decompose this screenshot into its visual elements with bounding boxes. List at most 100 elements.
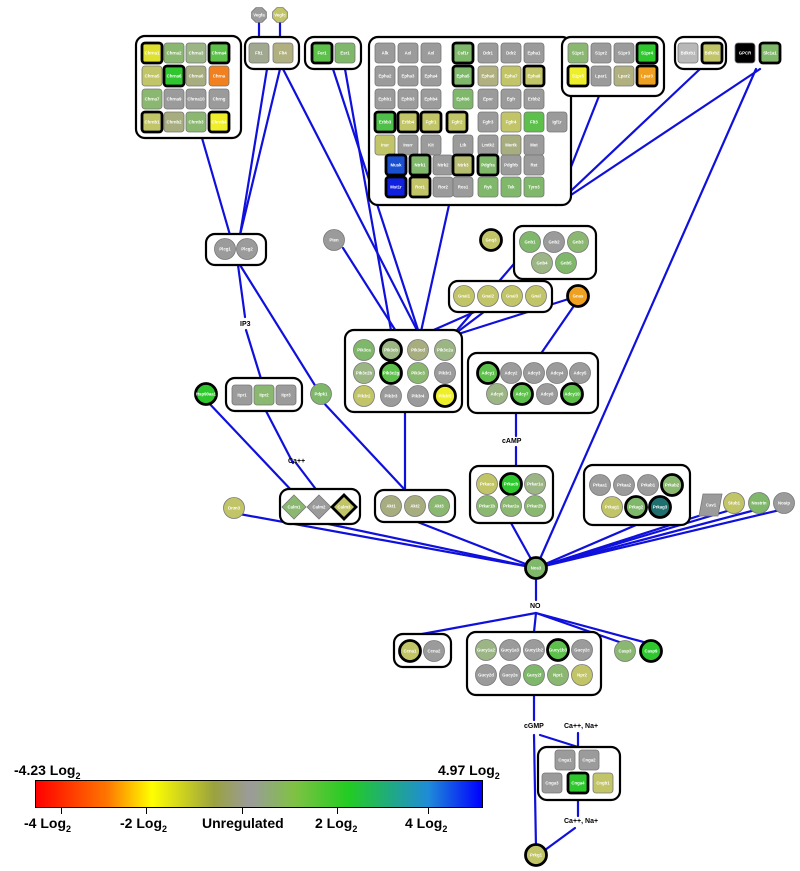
- gene-node-shape: [194, 382, 218, 406]
- gene-node-shape: [248, 42, 270, 64]
- gene-node-fgfr1b: Fgfr1: [419, 110, 443, 134]
- gene-node-shape: [353, 385, 375, 407]
- gene-label: Chrna3: [189, 51, 204, 56]
- gene-node-npr1: Npr1: [547, 664, 569, 686]
- gene-node-prkag3: Prkag3: [648, 495, 672, 519]
- gene-node-shape: [614, 640, 636, 662]
- interaction-edge: [534, 507, 786, 570]
- gene-node-s1pr3: S1pr3: [613, 42, 635, 64]
- gene-label: Fer1: [317, 51, 327, 56]
- interaction-edge: [238, 263, 318, 389]
- gene-node-gucy1b3: Gucy1b3: [546, 638, 570, 662]
- gene-node-shape: [523, 639, 545, 661]
- gene-node-adcy4: Adcy4: [546, 362, 568, 384]
- gene-label: Csf1r: [458, 51, 469, 56]
- legend-tick: [337, 808, 338, 814]
- gene-label: Pik3r4: [412, 394, 426, 399]
- gene-label: Casp3: [619, 649, 633, 654]
- gene-label: Cnga2: [582, 758, 596, 763]
- gene-node-erbb3: Erbb3: [373, 110, 397, 134]
- gene-label: Prkg1: [530, 853, 543, 858]
- gene-label: Itpr3: [281, 393, 291, 398]
- gene-label: Adcy10: [564, 392, 580, 397]
- gene-node-chrna_x: Chrna6: [185, 65, 207, 87]
- gene-node-shape: [523, 664, 545, 686]
- gene-label: Insr: [381, 143, 389, 148]
- gene-node-shape: [500, 495, 522, 517]
- gene-node-shape: [477, 111, 499, 133]
- gene-label: Slc1a1: [763, 51, 777, 56]
- gene-node-shape: [500, 362, 522, 384]
- gene-node-shape: [475, 664, 497, 686]
- gene-node-prkaa1: Prkaa1: [589, 474, 611, 496]
- gene-node-pik3cb: Pik3cb: [379, 338, 403, 362]
- gene-label: Prkag1: [605, 505, 620, 510]
- gene-node-shape: [635, 64, 659, 88]
- gene-node-chrna5: Chrna5: [141, 65, 163, 87]
- gene-node-pten: Pten: [323, 229, 345, 251]
- gene-label: Chrnb3: [188, 120, 204, 125]
- gene-node-gnai3: Gnai3: [501, 285, 523, 307]
- gene-label: Alk: [382, 51, 389, 56]
- gene-node-shape: [499, 639, 521, 661]
- gene-node-epha2: Epha2: [374, 65, 396, 87]
- gene-node-shape: [423, 640, 445, 662]
- gene-node-shape: [379, 338, 403, 362]
- gene-node-shape: [208, 65, 230, 87]
- gene-node-shape: [477, 176, 499, 198]
- gene-label: Gnai3: [506, 294, 519, 299]
- gene-node-shape: [501, 285, 523, 307]
- gene-label: Nostrin: [751, 501, 766, 506]
- gene-node-esr1: Esr1: [334, 42, 356, 64]
- interaction-edge: [200, 136, 232, 237]
- legend-tick-pos4: 4 Log2: [405, 815, 448, 834]
- gene-label: Lpar1: [595, 74, 607, 79]
- gene-node-slc1a1: Slc1a1: [758, 41, 782, 65]
- gene-node-shape: [648, 495, 672, 519]
- gene-label: Musk: [391, 163, 403, 168]
- gene-node-dnm3: Dnm3: [223, 497, 245, 519]
- gene-node-shape: [141, 65, 163, 87]
- gene-label: Lmtk2: [482, 143, 495, 148]
- gene-label: Pik3cb: [384, 348, 398, 353]
- gene-node-pik3c3: Pik3c3: [407, 362, 429, 384]
- gene-node-shape: [477, 285, 499, 307]
- gene-node-shape: [677, 42, 699, 64]
- gene-node-shape: [571, 639, 593, 661]
- gene-node-cnga3: Cnga3: [541, 772, 563, 794]
- gene-node-chrna9o: Chrna: [208, 65, 230, 87]
- factor-labels: IP3 Ca++ cAMP NO cGMP Ca++, Na+ Ca++, Na…: [240, 321, 598, 825]
- gene-node-shape: [660, 473, 684, 497]
- gene-label: Gnal: [531, 294, 541, 299]
- gene-label: Flt1: [255, 51, 263, 56]
- gene-node-shape: [353, 362, 375, 384]
- gene-node-gucy2d: Gucy2d: [475, 664, 497, 686]
- gene-label: Epha7: [505, 74, 519, 79]
- gene-label: Prkar1b: [479, 504, 495, 509]
- gene-node-shape: [571, 664, 593, 686]
- gene-node-ccna1: Ccna1: [398, 639, 422, 663]
- gene-node-rorl: Ror1: [408, 175, 432, 199]
- gene-node-epor: Epor: [477, 88, 499, 110]
- gene-node-shape: [374, 88, 396, 110]
- gene-label: Flt3: [530, 120, 538, 125]
- color-scale-bar: [35, 780, 483, 808]
- gene-node-axl: Axl: [397, 42, 419, 64]
- gene-label: Erbb4: [402, 120, 415, 125]
- gene-node-shape: [379, 361, 403, 385]
- gnai-complex: [447, 279, 554, 314]
- gene-node-cnga4: Cnga4: [566, 771, 590, 795]
- gene-node-chrna9: Chrna9: [163, 88, 185, 110]
- gene-node-shape: [374, 42, 396, 64]
- gene-node-lpar3: Lpar3: [635, 64, 659, 88]
- gene-label: Epor: [483, 97, 493, 102]
- gene-label: Kit: [428, 143, 434, 148]
- gene-node-prkar2b: Prkar2b: [524, 495, 546, 517]
- gene-label: Mst1r: [390, 185, 402, 190]
- gene-node-shape: [546, 362, 568, 384]
- gene-label: Ephb3: [401, 97, 415, 102]
- gene-node-shape: [499, 472, 523, 496]
- gene-node-adcy5: Adcy5: [569, 362, 591, 384]
- gene-node-erbb2: Erbb2: [523, 88, 545, 110]
- gene-node-shape: [397, 65, 419, 87]
